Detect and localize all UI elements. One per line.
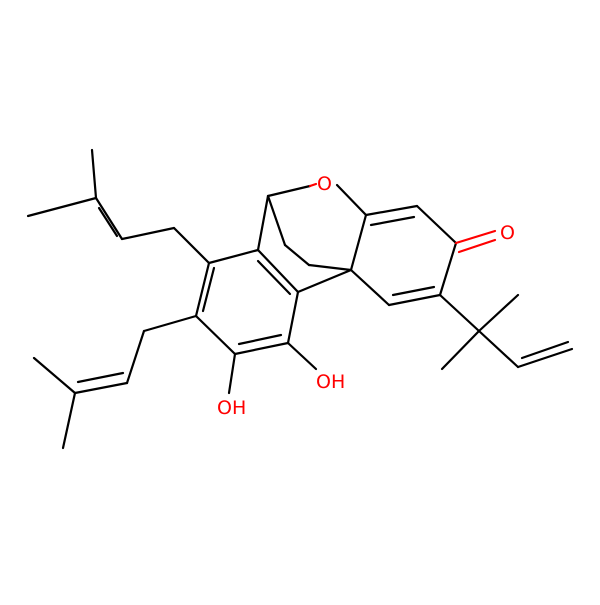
hydroxyl-label-right: OH [316, 371, 345, 393]
heteroatom-bonds [308, 182, 497, 254]
bond [194, 261, 211, 318]
bond [237, 333, 283, 346]
bond [256, 248, 300, 294]
bond [256, 259, 292, 296]
bond [120, 226, 176, 241]
bond [76, 371, 125, 384]
bond [438, 241, 458, 297]
bond [283, 243, 311, 267]
bond [308, 182, 318, 188]
bond [335, 183, 368, 217]
bond [369, 215, 416, 227]
bond [97, 206, 119, 238]
bond [201, 266, 216, 313]
bond [349, 268, 391, 307]
bond [520, 340, 570, 360]
bond [364, 204, 419, 217]
bonds [26, 148, 574, 450]
bond [307, 263, 353, 272]
bond [286, 341, 318, 371]
bond [233, 341, 290, 356]
bond [349, 213, 368, 272]
ring-oxygen-label: O [317, 173, 332, 195]
bond [454, 229, 497, 245]
bond [61, 391, 77, 450]
bond [415, 204, 458, 245]
bond [266, 184, 312, 198]
bond [26, 196, 98, 218]
bond [94, 196, 124, 241]
bond [266, 194, 287, 247]
ketone-oxygen-label: O [500, 222, 515, 244]
bond [286, 290, 300, 345]
bond [477, 329, 520, 369]
bond [391, 285, 436, 297]
bond [477, 293, 520, 333]
bond [516, 347, 574, 369]
bond [194, 314, 237, 356]
bond [387, 293, 442, 307]
bond [172, 226, 211, 265]
hydroxyl-label-left: OH [217, 397, 246, 419]
bond [227, 352, 237, 395]
bond [457, 238, 497, 254]
bond [125, 329, 146, 385]
bond [207, 248, 260, 265]
bond [142, 314, 198, 333]
bond [90, 148, 98, 200]
bond [296, 268, 353, 294]
bond [440, 329, 481, 371]
bond [32, 356, 77, 395]
bond [438, 293, 481, 333]
atom-labels: O O OH OH [217, 173, 515, 419]
bond [73, 381, 129, 395]
bond [256, 194, 270, 252]
